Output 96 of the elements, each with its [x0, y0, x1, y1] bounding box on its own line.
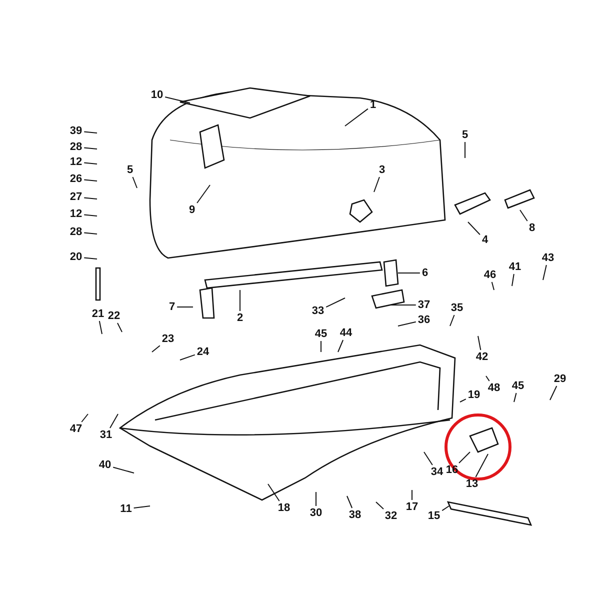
callout-number: 7: [168, 301, 176, 313]
callout-number: 13: [464, 478, 480, 490]
callout-number: 6: [420, 267, 430, 279]
leader-line: [398, 321, 416, 326]
callout-number: 4: [480, 234, 490, 246]
leader-line: [133, 506, 150, 509]
leader-line: [486, 376, 490, 382]
callout-number: 1: [368, 99, 378, 111]
leader-line: [512, 274, 514, 286]
leader-line: [84, 179, 98, 182]
callout-number: 19: [466, 389, 482, 401]
leader-line: [84, 147, 98, 150]
leader-line: [84, 162, 98, 164]
callout-number: 11: [119, 503, 133, 515]
callout-number: 10: [150, 89, 164, 101]
leader-line: [475, 454, 488, 478]
leader-line: [152, 345, 160, 352]
leader-line: [117, 322, 122, 332]
leader-line: [458, 452, 470, 464]
callout-number: 36: [416, 314, 432, 326]
callout-number: 8: [528, 222, 536, 234]
callout-number: 29: [552, 373, 568, 385]
callout-number: 18: [276, 502, 292, 514]
leader-line: [81, 414, 88, 422]
leader-line: [468, 222, 480, 236]
callout-number: 47: [68, 423, 84, 435]
callout-number: 2: [236, 312, 244, 324]
callout-number: 32: [384, 510, 398, 522]
leader-line: [460, 398, 466, 402]
leader-line: [180, 354, 196, 360]
leader-line: [514, 392, 517, 402]
callout-number: 45: [314, 328, 328, 340]
leader-line: [442, 506, 450, 512]
leader-line: [164, 96, 190, 104]
callout-number: 12: [68, 208, 84, 220]
callout-number: 9: [188, 204, 196, 216]
leader-line: [398, 272, 420, 274]
leader-line: [520, 210, 528, 222]
leader-line: [98, 320, 102, 334]
callout-number: 34: [430, 466, 444, 478]
callout-number: 22: [106, 310, 122, 322]
callout-number: 24: [196, 346, 210, 358]
leader-line: [112, 466, 134, 474]
callout-number: 40: [98, 459, 112, 471]
callout-number: 3: [378, 164, 386, 176]
callout-number: 30: [308, 507, 324, 519]
callout-number: 21: [90, 308, 106, 320]
leader-line: [346, 496, 353, 508]
callout-number: 41: [508, 261, 522, 273]
leader-line: [550, 386, 558, 400]
callout-number: 28: [68, 226, 84, 238]
leader-line: [84, 257, 98, 260]
callout-number: 15: [426, 510, 442, 522]
leader-line: [424, 452, 433, 466]
leader-line: [390, 304, 416, 306]
callout-number: 17: [404, 501, 420, 513]
callout-number: 39: [68, 125, 84, 137]
leader-line: [344, 108, 368, 126]
callout-number: 23: [160, 333, 176, 345]
callout-number: 28: [68, 141, 84, 153]
callout-number: 5: [126, 164, 134, 176]
leader-line: [320, 340, 322, 352]
leader-line: [491, 282, 494, 290]
callout-number: 42: [474, 351, 490, 363]
callout-number: 38: [348, 509, 362, 521]
callout-number: 43: [540, 252, 556, 264]
leader-line: [176, 306, 194, 308]
callout-number: 12: [68, 156, 84, 168]
leader-line: [84, 131, 98, 134]
callout-number: 35: [450, 302, 464, 314]
callout-number: 27: [68, 191, 84, 203]
callout-number: 44: [338, 327, 354, 339]
leader-line: [84, 214, 98, 216]
leader-line: [132, 176, 138, 188]
callout-number: 5: [460, 129, 470, 141]
leader-line: [110, 414, 118, 428]
leader-line: [326, 298, 346, 308]
callout-number: 45: [510, 380, 526, 392]
callout-number: 46: [482, 269, 498, 281]
leader-line: [374, 176, 380, 192]
leader-line: [478, 336, 482, 350]
leader-line: [542, 264, 547, 280]
callout-number: 37: [416, 299, 432, 311]
callout-number: 48: [486, 382, 502, 394]
callout-number: 33: [310, 305, 326, 317]
leader-line: [84, 197, 98, 200]
leader-line: [464, 142, 466, 158]
callout-number: 20: [68, 251, 84, 263]
leader-line: [338, 340, 344, 352]
leader-line: [450, 314, 455, 326]
callout-number: 31: [98, 429, 114, 441]
leader-line: [376, 502, 384, 510]
callout-number: 26: [68, 173, 84, 185]
leader-line: [84, 232, 98, 234]
leader-line: [268, 484, 280, 502]
leader-line: [196, 184, 210, 204]
